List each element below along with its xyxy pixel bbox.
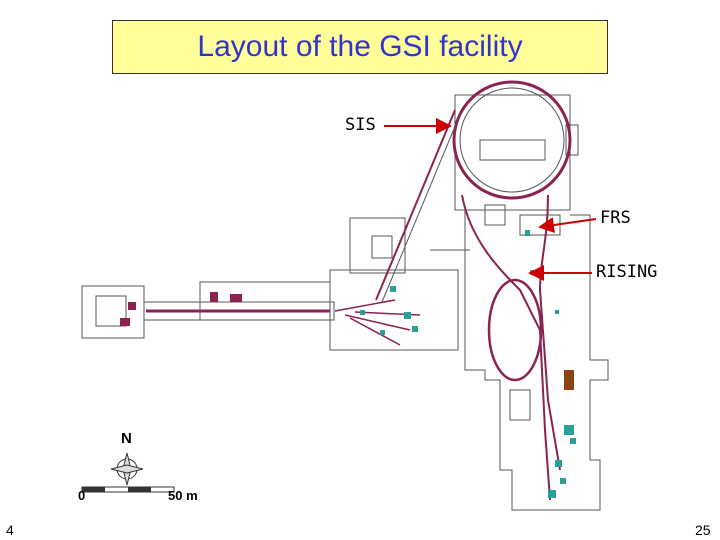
sis-ring bbox=[452, 80, 572, 200]
building-outlines bbox=[81, 94, 609, 511]
footer-left-number: 4 bbox=[6, 522, 14, 538]
experiment-detectors bbox=[525, 230, 576, 498]
page-title: Layout of the GSI facility bbox=[197, 30, 523, 63]
frs-arrow bbox=[538, 217, 597, 233]
transfer-beamline bbox=[375, 109, 462, 303]
rising-label: RISING bbox=[596, 262, 658, 282]
sis-label: SIS bbox=[345, 115, 376, 135]
frs-beamline bbox=[461, 194, 561, 501]
scale-start-label: 0 bbox=[78, 488, 86, 503]
page-number: 25 bbox=[695, 522, 711, 538]
label-arrows bbox=[384, 118, 597, 281]
cave-marker bbox=[564, 370, 574, 390]
target-hall-beamlines bbox=[334, 299, 421, 346]
target-hall-detectors bbox=[360, 286, 418, 335]
scale-end-label: 50 m bbox=[168, 488, 198, 503]
scale-bar bbox=[81, 486, 175, 493]
title-box: Layout of the GSI facility bbox=[112, 20, 608, 74]
frs-label: FRS bbox=[600, 208, 631, 228]
unilac-elements bbox=[120, 292, 242, 326]
compass-north-label: N bbox=[121, 430, 132, 447]
compass-icon bbox=[110, 452, 144, 486]
esr-ring bbox=[487, 278, 543, 382]
